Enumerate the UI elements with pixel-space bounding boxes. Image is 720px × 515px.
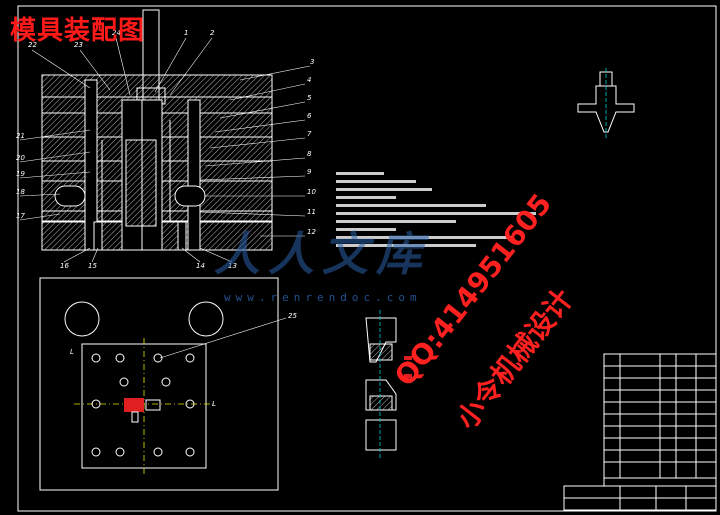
part-number: 17: [16, 212, 25, 220]
section-mark: L: [212, 400, 216, 408]
detail-part: [577, 68, 635, 140]
part-number: 23: [74, 41, 83, 49]
part-number: 10: [307, 188, 316, 196]
part-number: 5: [307, 94, 312, 102]
part-number: 14: [196, 262, 205, 270]
drawing-border: [17, 5, 717, 512]
detail-section: [365, 310, 412, 460]
drawing-title: 模具装配图: [10, 16, 146, 46]
part-number: 20: [16, 154, 25, 162]
part-number: 18: [16, 188, 25, 196]
part-numbers: 22 23 24 1 2 3 4 5 6 7 8 9 10 11 12 21 2…: [16, 29, 316, 270]
part-number: 24: [112, 29, 121, 37]
part-number: 22: [28, 41, 37, 49]
part-number: 6: [307, 112, 312, 120]
part-number: 9: [307, 168, 312, 176]
part-number: 2: [210, 29, 215, 37]
part-number: 7: [307, 130, 312, 138]
section-view: [41, 9, 273, 251]
watermark-url: www.renrendoc.com: [224, 291, 422, 304]
part-number: 13: [228, 262, 237, 270]
plan-view: 25 L L: [39, 277, 297, 491]
part-number: 15: [88, 262, 97, 270]
watermark-brand: 人人文库: [214, 227, 430, 281]
leader-lines: [19, 37, 311, 263]
part-number: 3: [310, 58, 314, 66]
part-number: 21: [16, 132, 25, 140]
part-number: 1: [184, 29, 188, 37]
part-number: 4: [307, 76, 311, 84]
part-number: 12: [307, 228, 316, 236]
part-number: 19: [16, 170, 25, 178]
part-number: 25: [288, 312, 297, 320]
section-mark: L: [70, 348, 74, 356]
part-number: 16: [60, 262, 69, 270]
part-number: 8: [307, 150, 312, 158]
parts-list-table: [563, 353, 717, 511]
part-number: 11: [307, 208, 316, 216]
technical-notes: [336, 172, 536, 247]
